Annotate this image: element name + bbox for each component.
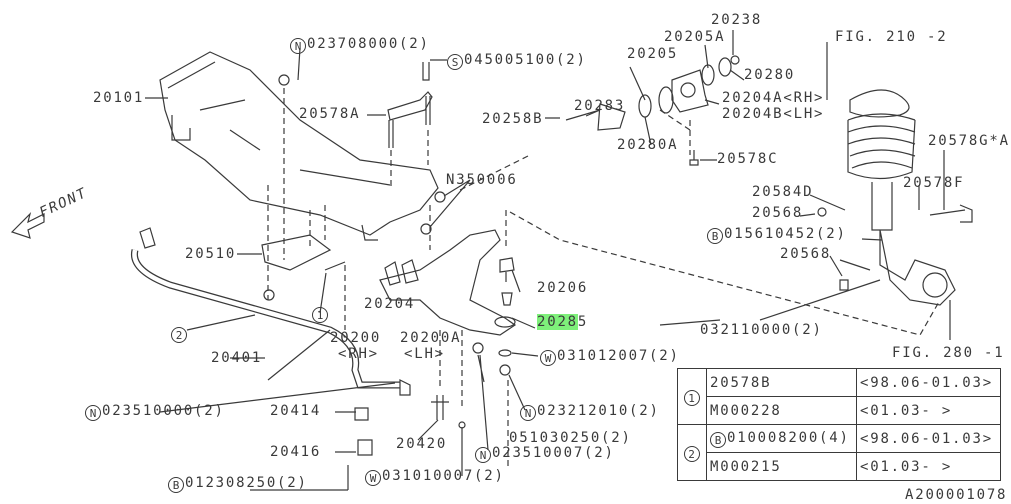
- table-row: 1 20578B <98.06-01.03>: [677, 368, 1001, 425]
- part-cell: M000228: [706, 396, 857, 425]
- label-rh: <RH>: [338, 346, 379, 362]
- label-20414: 20414: [270, 403, 322, 419]
- label-n350006: N350006: [446, 172, 518, 188]
- diagram-id: A200001078: [905, 487, 1008, 503]
- label-20205A: 20205A: [664, 29, 726, 45]
- label-fig280[interactable]: FIG. 280 -1: [892, 345, 1005, 361]
- label-20584D: 20584D: [752, 184, 814, 200]
- nut-symbol-icon: N: [475, 447, 491, 463]
- label-20568-b: 20568: [780, 246, 832, 262]
- label-20280A: 20280A: [617, 137, 679, 153]
- label-fig210[interactable]: FIG. 210 -2: [835, 29, 948, 45]
- reference-table: 1 20578B <98.06-01.03> M000228 <01.03- >…: [677, 368, 1001, 481]
- label-20578F: 20578F: [903, 175, 965, 191]
- ref-cell: 1: [677, 368, 707, 425]
- bolt-symbol-icon: B: [168, 477, 184, 493]
- nut-symbol-icon: N: [290, 38, 306, 54]
- label-20283: 20283: [574, 98, 626, 114]
- label-20238: 20238: [711, 12, 763, 28]
- ref-1: 1: [312, 305, 329, 323]
- label-20204: 20204: [364, 296, 416, 312]
- label-20578G: 20578G*A: [928, 133, 1010, 149]
- washer-symbol-icon: W: [540, 350, 556, 366]
- label-20510: 20510: [185, 246, 237, 262]
- label-20200A: 20200A: [400, 330, 462, 346]
- ref-2: 2: [171, 325, 188, 343]
- period-cell: <01.03- >: [856, 452, 1001, 481]
- label-20204B: 20204B<LH>: [722, 106, 825, 122]
- strut-assembly: [849, 89, 910, 118]
- label-20204A: 20204A<RH>: [722, 90, 825, 106]
- part-cell: M000215: [706, 452, 857, 481]
- bolt-symbol-icon: B: [707, 228, 723, 244]
- ref-cell: 2: [677, 424, 707, 481]
- label-20205: 20205: [627, 46, 679, 62]
- stabilizer-bar-20401: [130, 249, 400, 389]
- period-cell: <01.03- >: [856, 396, 1001, 425]
- front-arrow-icon: [10, 212, 45, 239]
- label-20101: 20101: [93, 90, 145, 106]
- bolt-symbol-icon: B: [710, 431, 726, 448]
- screw-symbol-icon: S: [447, 54, 463, 70]
- lower-arm-20200: [379, 229, 517, 336]
- label-20206: 20206: [537, 280, 589, 296]
- table-row: M000215 <01.03- >: [678, 452, 1001, 481]
- period-cell: <98.06-01.03>: [856, 368, 1001, 397]
- search-highlight: 2028: [537, 314, 578, 330]
- period-cell: <98.06-01.03>: [856, 424, 1001, 453]
- table-row: M000228 <01.03- >: [678, 396, 1001, 425]
- label-20285[interactable]: 20285: [537, 314, 589, 330]
- label-051030250: 051030250(2): [509, 430, 632, 446]
- part-cell: 20578B: [706, 368, 857, 397]
- label-20578C: 20578C: [717, 151, 779, 167]
- label-20258B: 20258B: [482, 111, 544, 127]
- label-20416: 20416: [270, 444, 322, 460]
- label-20200: 20200: [330, 330, 382, 346]
- label-20401: 20401: [211, 350, 263, 366]
- washer-symbol-icon: W: [365, 470, 381, 486]
- nut-symbol-icon: N: [520, 405, 536, 421]
- label-20420: 20420: [396, 436, 448, 452]
- label-032110000: 032110000(2): [700, 322, 823, 338]
- label-20280: 20280: [744, 67, 796, 83]
- crossmember-20101: [159, 51, 439, 236]
- nut-symbol-icon: N: [85, 405, 101, 421]
- label-lh: <LH>: [404, 346, 445, 362]
- label-20568: 20568: [752, 205, 804, 221]
- label-20578A: 20578A: [299, 106, 361, 122]
